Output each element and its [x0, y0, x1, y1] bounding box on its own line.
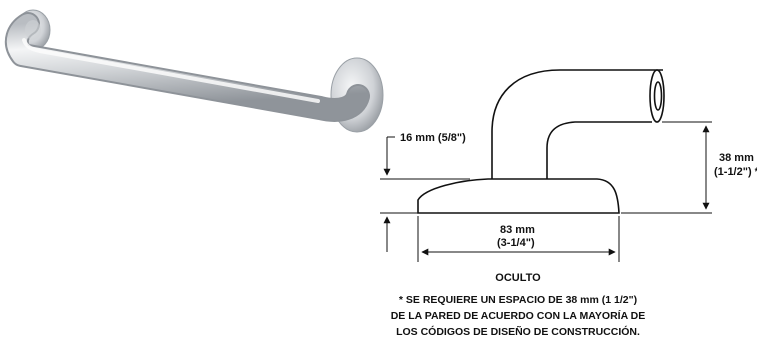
note-line-2: DE LA PARED DE ACUERDO CON LA MAYORÍA DE [391, 309, 646, 322]
tube-elbow-outer [491, 69, 663, 179]
width-in-label: (3-1/4") [497, 237, 535, 249]
tube-cut-end [649, 69, 665, 123]
note-line-3: LOS CÓDIGOS DE DISEÑO DE CONSTRUCCIÓN. [396, 325, 640, 338]
flange-base [417, 178, 620, 214]
flange-thickness-label: 16 mm (5/8") [400, 132, 466, 144]
grab-bar-photo [4, 9, 384, 133]
note-line-1: * SE REQUIERE UN ESPACIO DE 38 mm (1 1/2… [399, 294, 637, 306]
width-mm-label: 83 mm [500, 224, 535, 236]
clearance-mm-label: 38 mm [719, 152, 754, 164]
dimension-lines [380, 121, 712, 262]
caption-title: OCULTO [495, 272, 541, 284]
clearance-in-label: (1-1/2") * [714, 166, 757, 178]
tube-elbow-inner [546, 121, 652, 179]
concealed-flange-drawing [417, 69, 665, 214]
